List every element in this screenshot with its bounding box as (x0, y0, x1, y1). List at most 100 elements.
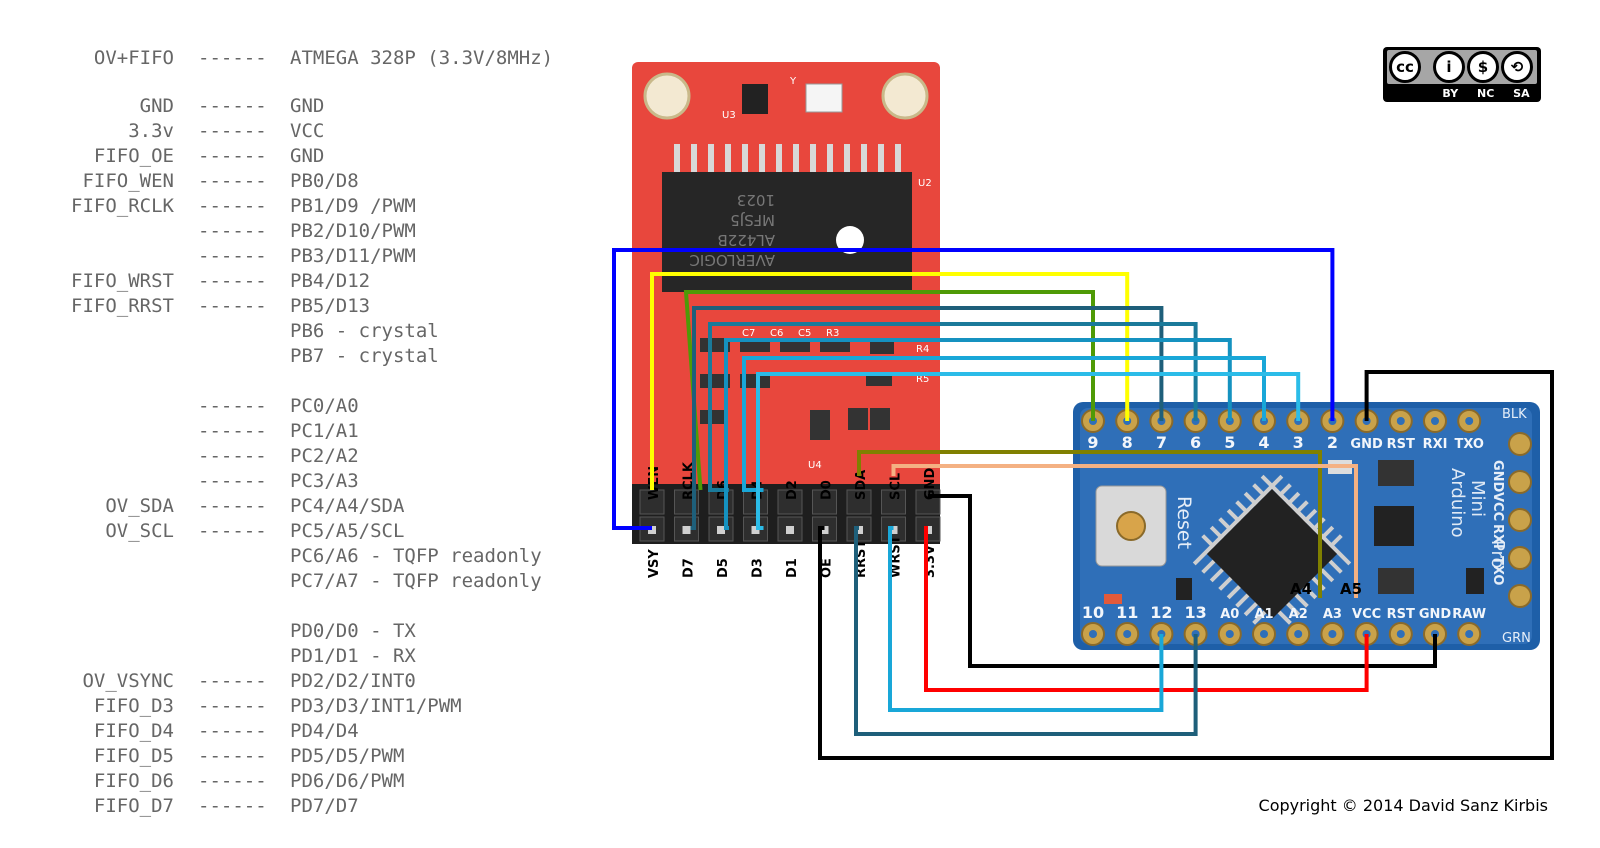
fifo-leg (725, 144, 731, 172)
pinmap-mcu-pin: PD0/D0 - TX (290, 620, 416, 642)
cc-by-label: BY (1442, 87, 1459, 100)
fifo-leg (759, 144, 765, 172)
arduino-side-label: GND (1490, 460, 1505, 493)
arduino-pad-hole (1123, 630, 1132, 638)
fifo-leg (793, 144, 799, 172)
fifo-chip-text: AVERLOGIC AL422B MFSJ5 1023 (689, 191, 775, 269)
pinmap-dash: ------ (198, 295, 267, 317)
arduino-top-pin-label: RST (1387, 437, 1415, 452)
pinmap-header-dash: ------ (198, 47, 267, 69)
pinmap-mcu-pin: PB1/D9 /PWM (290, 195, 416, 217)
pinmap-signal: FIFO_D3 (94, 695, 174, 717)
board-text-pro: Pro (1487, 540, 1508, 569)
ov7670-fifo-camera-module: U3 Y AVERLOGIC AL422B MFSJ5 1023 U2 C7 C… (632, 62, 941, 578)
silk-y: Y (789, 76, 797, 87)
camera-pin-top (812, 489, 837, 515)
arduino-bottom-pin-label: 11 (1116, 603, 1138, 622)
arduino-top-pin-label: 8 (1122, 433, 1133, 452)
pinmap-mcu-pin: PD5/D5/PWM (290, 745, 404, 767)
by-icon: i (1433, 51, 1465, 83)
pinmap-header-camera: OV+FIFO (94, 47, 174, 69)
fifo-leg (674, 144, 680, 172)
fifo-leg (861, 144, 867, 172)
vsync-wire (612, 248, 1335, 530)
arduino-top-pin-label: GND (1350, 437, 1383, 452)
fifo-leg (776, 144, 782, 172)
chip-text-3: MFSJ5 (730, 211, 775, 229)
vcc-wire (924, 526, 1369, 692)
fifo-leg (742, 144, 748, 172)
arduino-pad-hole (1465, 417, 1474, 425)
pinmap-signal: FIFO_WRST (71, 270, 174, 292)
pinmap-mcu-pin: PB2/D10/PWM (290, 220, 416, 242)
arduino-pad-hole (1431, 417, 1439, 425)
fifo-leg (895, 144, 901, 172)
arduino-pad-hole (1465, 630, 1474, 638)
board-text: Arduino Mini Pro (1447, 468, 1508, 569)
arduino-bottom-pin-label: GND (1419, 607, 1452, 622)
arduino-top-pin-label: TXO (1454, 437, 1483, 452)
arduino-top-pin-label: RXI (1423, 437, 1448, 452)
pinmap-dash: ------ (198, 520, 267, 542)
camera-pin-tip (751, 526, 760, 534)
cc-license-badge: cc i $ ⟲ BY NC SA (1383, 47, 1541, 102)
label-a4: A4 (1290, 580, 1312, 598)
arduino-pad-side (1508, 546, 1532, 570)
pinmap-mcu-pin: VCC (290, 120, 324, 142)
camera-pin-top (777, 489, 803, 515)
silk-c6: C6 (770, 328, 783, 339)
camera-bottom-pin-label: OE (820, 558, 835, 578)
cc-license-labels: BY NC SA (1433, 87, 1539, 100)
camera-bottom-pin-label: D3 (751, 558, 766, 578)
chip-text-4: 1023 (737, 191, 775, 209)
pinmap-mcu-pin: PD2/D2/INT0 (290, 670, 416, 692)
pinmap-mcu-pin: PC5/A5/SCL (290, 520, 404, 542)
atmega-chip (1206, 488, 1338, 620)
fifo-leg (810, 144, 816, 172)
pinmap-dash: ------ (198, 420, 267, 442)
fifo-leg (878, 144, 884, 172)
silk-c5: C5 (798, 328, 811, 339)
pinmap-dash: ------ (198, 395, 267, 417)
cc-license-top: cc i $ ⟲ (1387, 50, 1537, 84)
rrst-wire (854, 526, 1198, 736)
pinmap-signal: FIFO_RCLK (71, 195, 175, 217)
reset-label: Reset (1173, 496, 1195, 549)
fifo-leg (844, 144, 850, 172)
arduino-side-label: VCC (1490, 492, 1505, 521)
silk-u4: U4 (808, 460, 822, 471)
arduino-pad-hole (1396, 417, 1405, 425)
camera-pin-bottom (881, 516, 906, 542)
pinmap-mcu-pin: PC3/A3 (290, 470, 359, 492)
pinmap-signal: FIFO_RRST (71, 295, 174, 317)
pinmap-signal: FIFO_D4 (94, 720, 174, 742)
fifo-leg (708, 144, 714, 172)
camera-pin-top (846, 489, 872, 515)
pinmap-mcu-pin: PC4/A4/SDA (290, 495, 405, 517)
pinmap-dash: ------ (198, 495, 267, 517)
silk-r5: R5 (916, 374, 929, 385)
sa-icon: ⟲ (1501, 51, 1533, 83)
regulator (1374, 506, 1414, 546)
arduino-pad-hole (1260, 630, 1268, 638)
arduino-bottom-pin-label: 10 (1082, 603, 1104, 622)
chip-logo (836, 226, 864, 254)
pinmap-dash: ------ (198, 270, 267, 292)
arduino-side-label: TXO (1490, 556, 1505, 585)
mount-hole-right (881, 72, 929, 120)
arduino-pad-side (1508, 470, 1532, 494)
wires (612, 248, 1554, 760)
pinmap-dash: ------ (198, 145, 267, 167)
pinmap-mcu-pin: GND (290, 95, 324, 117)
pinmap-dash: ------ (198, 670, 267, 692)
pin-mapping-table: OV+FIFO ------ ATMEGA 328P (3.3V/8MHz) G… (71, 47, 553, 817)
pinmap-mcu-pin: PD1/D1 - RX (290, 645, 416, 667)
pinmap-dash: ------ (198, 470, 267, 492)
arduino-pad-hole (1396, 630, 1405, 638)
sda-wire (857, 450, 1322, 598)
label-a5: A5 (1340, 580, 1362, 598)
arduino-bottom-pin-label: VCC (1352, 607, 1381, 622)
